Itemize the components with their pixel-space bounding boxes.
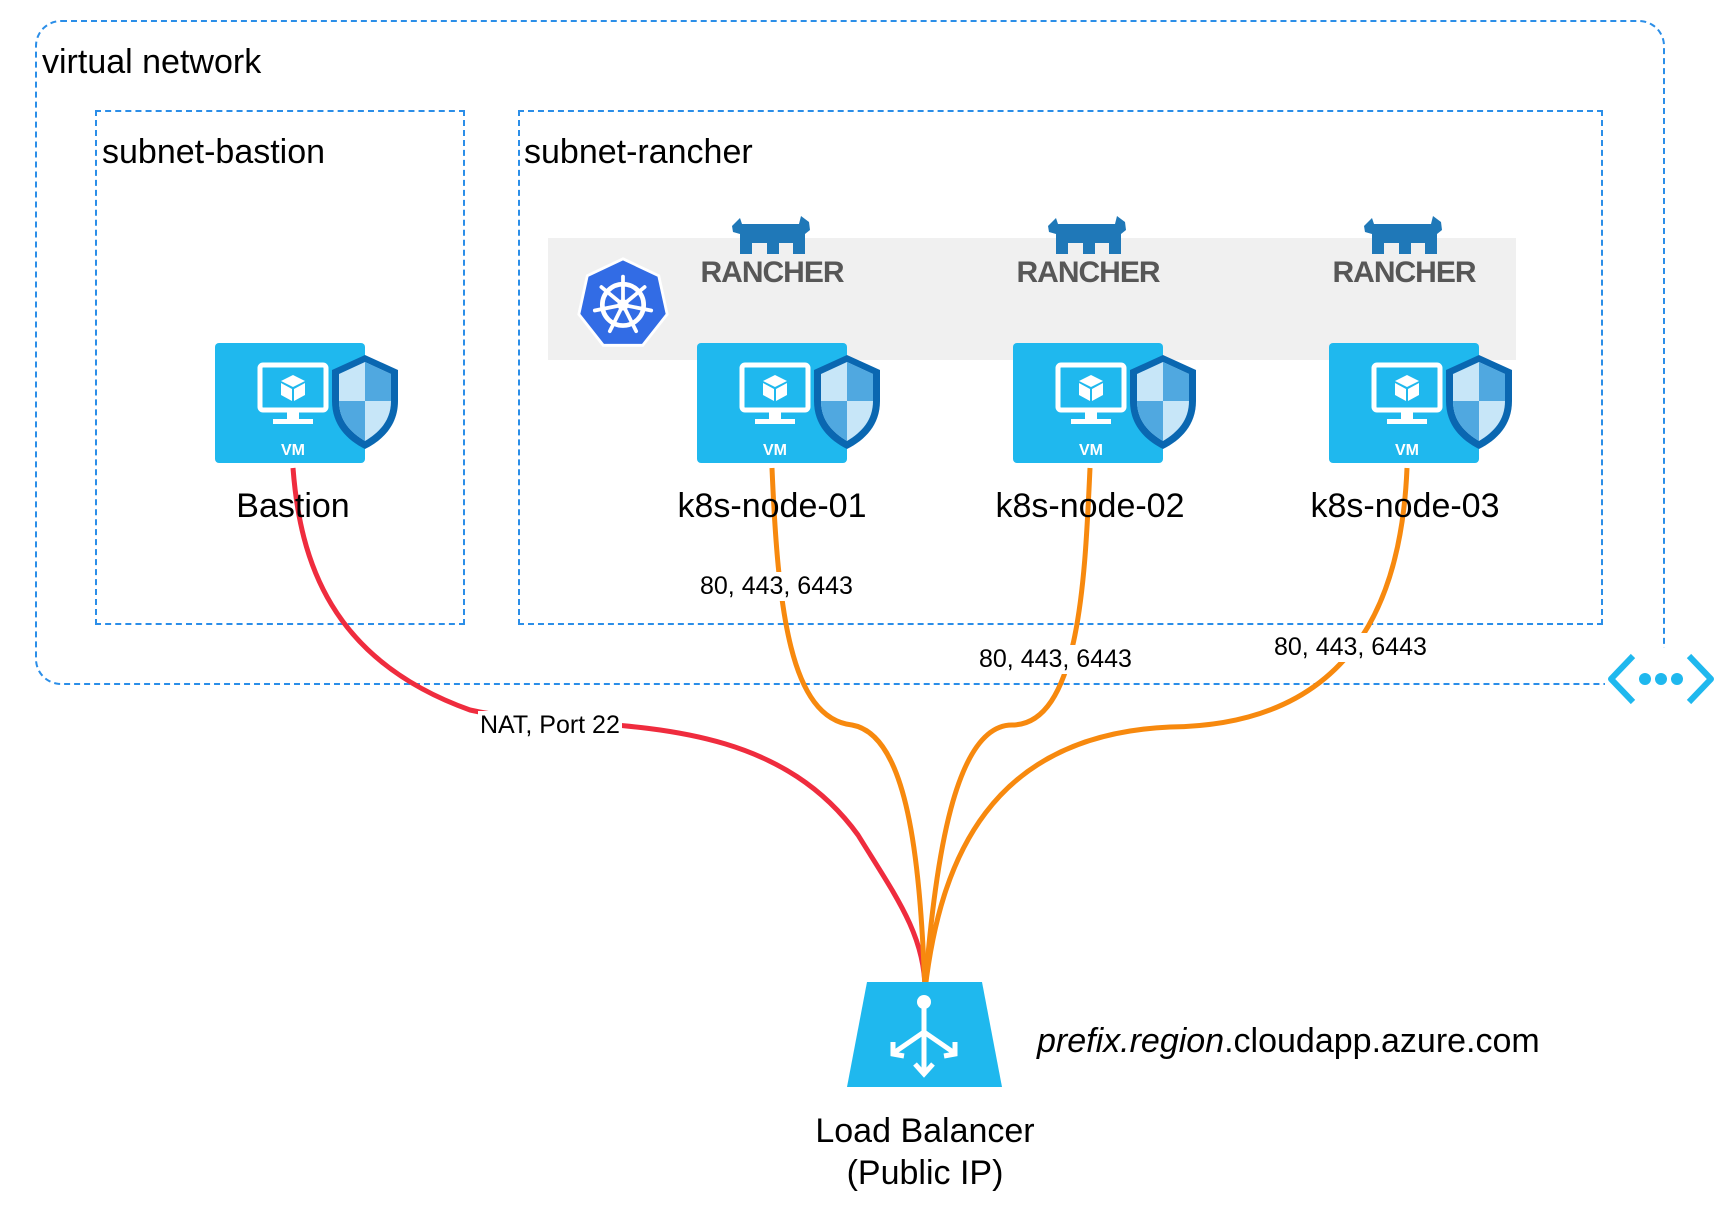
- bastion-name: Bastion: [236, 487, 350, 525]
- node-02-vm-icon: VM: [1013, 343, 1196, 463]
- virtual-network-label: virtual network: [42, 43, 262, 81]
- vm-badge-text: VM: [763, 442, 787, 459]
- rancher-cattle-icon: [732, 216, 810, 254]
- kubernetes-icon: [577, 257, 669, 347]
- subnet-rancher-boundary: [518, 110, 1603, 625]
- rancher-wordmark: RANCHER: [700, 256, 845, 289]
- dns-suffix: .cloudapp.azure.com: [1224, 1022, 1540, 1060]
- load-balancer-dns: prefix.region.cloudapp.azure.com: [1037, 1022, 1540, 1061]
- node-02-ports-label: 80, 443, 6443: [977, 645, 1134, 674]
- subnet-bastion-boundary: [95, 110, 465, 625]
- bastion-vm-icon: VM: [215, 343, 398, 463]
- node-01-name: k8s-node-01: [677, 487, 867, 525]
- load-balancer-label: Load Balancer (Public IP): [775, 1110, 1075, 1194]
- node-03-vm-icon: VM: [1329, 343, 1512, 463]
- vm-badge-text: VM: [281, 442, 305, 459]
- rancher-cattle-icon: [1048, 216, 1126, 254]
- node-02-name: k8s-node-02: [995, 487, 1185, 525]
- node-01-vm-icon: VM: [697, 343, 880, 463]
- virtual-network-icon: [1605, 648, 1717, 710]
- rancher-cattle-icon: [1364, 216, 1442, 254]
- virtual-network-boundary: [35, 20, 1665, 685]
- node-02-connection-line: [922, 467, 1093, 991]
- rancher-wordmark: RANCHER: [1016, 256, 1161, 289]
- vm-badge-text: VM: [1395, 442, 1419, 459]
- kubernetes-cluster-band: [548, 238, 1516, 360]
- nat-port-label: NAT, Port 22: [478, 711, 622, 740]
- dns-prefix-region: prefix.region: [1037, 1022, 1225, 1060]
- node-03-connection-line: [922, 467, 1410, 991]
- subnet-rancher-label: subnet-rancher: [524, 133, 753, 171]
- load-balancer-icon: [847, 982, 1002, 1087]
- load-balancer-subtitle: (Public IP): [846, 1154, 1004, 1192]
- rancher-logo: RANCHER: [1329, 210, 1479, 290]
- rancher-wordmark: RANCHER: [1332, 256, 1477, 289]
- subnet-bastion-label: subnet-bastion: [102, 133, 326, 171]
- rancher-logo: RANCHER: [697, 210, 847, 290]
- load-balancer-title: Load Balancer: [815, 1112, 1035, 1150]
- vm-badge-text: VM: [1079, 442, 1103, 459]
- rancher-logo: RANCHER: [1013, 210, 1163, 290]
- node-03-ports-label: 80, 443, 6443: [1272, 633, 1429, 662]
- node-03-name: k8s-node-03: [1310, 487, 1500, 525]
- node-01-ports-label: 80, 443, 6443: [698, 572, 855, 601]
